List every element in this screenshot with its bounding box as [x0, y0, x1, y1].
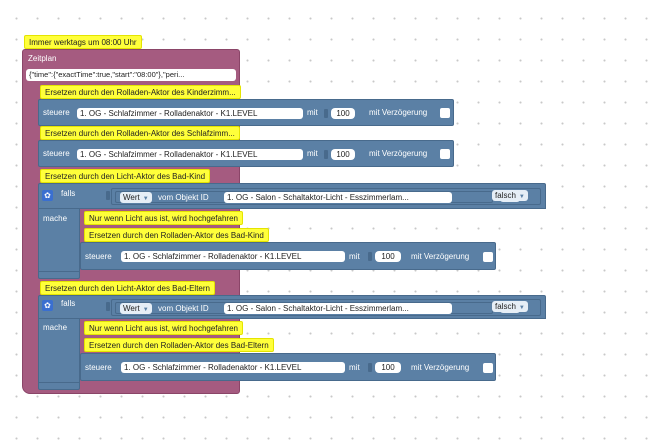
- action-2-value-connector: [324, 150, 328, 159]
- condition-1-comment[interactable]: Ersetzen durch den Licht-Aktor des Bad-K…: [40, 169, 211, 183]
- condition-1-if-row[interactable]: ✿ falls Wert▼ vom Objekt ID 1. OG - Salo…: [38, 183, 546, 209]
- condition-1-inner-comment-1[interactable]: Nur wenn Licht aus ist, wird hochgefahre…: [84, 211, 243, 225]
- condition-1-bottom: [38, 271, 80, 279]
- condition-2-action-value-input[interactable]: 100: [375, 362, 401, 373]
- action-1-value-input[interactable]: 100: [331, 108, 355, 119]
- condition-1-value-dropdown[interactable]: Wert▼: [120, 192, 152, 203]
- condition-1-value-dropdown-text: Wert: [123, 193, 140, 202]
- condition-2-inner-comment-2[interactable]: Ersetzen durch den Rolladen-Aktor des Ba…: [84, 338, 274, 352]
- dropdown-arrow-icon: ▼: [142, 196, 149, 202]
- condition-1-if-label: falls: [61, 189, 76, 198]
- condition-1-action-object-field[interactable]: 1. OG - Schlafzimmer - Rolladenaktor - K…: [121, 251, 345, 262]
- condition-2-condition-connector: [106, 302, 110, 311]
- condition-2-do-spine: mache: [38, 319, 80, 382]
- gear-icon[interactable]: ✿: [42, 190, 53, 201]
- condition-1-action-block[interactable]: steuere 1. OG - Schlafzimmer - Rolladena…: [80, 242, 496, 270]
- condition-1-compare-block[interactable]: Wert▼ vom Objekt ID 1. OG - Salon - Scha…: [111, 188, 541, 205]
- action-1-delay-checkbox[interactable]: [440, 108, 450, 118]
- condition-1-action-label: steuere: [85, 252, 112, 261]
- condition-2-action-block[interactable]: steuere 1. OG - Schlafzimmer - Rolladena…: [80, 353, 496, 381]
- condition-2-comment[interactable]: Ersetzen durch den Licht-Aktor des Bad-E…: [40, 281, 215, 295]
- condition-2-action-label: steuere: [85, 363, 112, 372]
- condition-1-action-value-connector: [368, 252, 372, 261]
- schedule-label: Zeitplan: [28, 54, 57, 63]
- condition-2-bottom: [38, 382, 80, 390]
- condition-2-value-block[interactable]: Wert▼ vom Objekt ID 1. OG - Salon - Scha…: [115, 302, 493, 314]
- action-2-object-field[interactable]: 1. OG - Schlafzimmer - Rolladenaktor - K…: [77, 149, 303, 160]
- schedule-comment[interactable]: Immer werktags um 08:00 Uhr: [24, 35, 142, 49]
- condition-2-do-label: mache: [43, 323, 68, 332]
- condition-2-action-delay-label: mit Verzögerung: [411, 363, 470, 372]
- condition-1-action-value-input[interactable]: 100: [375, 251, 401, 262]
- condition-1-value-block[interactable]: Wert▼ vom Objekt ID 1. OG - Salon - Scha…: [115, 191, 493, 203]
- condition-1-inner-comment-2[interactable]: Ersetzen durch den Rolladen-Aktor des Ba…: [84, 228, 269, 242]
- condition-1-compare-text: falsch: [495, 191, 516, 200]
- condition-2-value-dropdown[interactable]: Wert▼: [120, 303, 152, 314]
- condition-1-action-delay-checkbox[interactable]: [483, 252, 493, 262]
- condition-1-from-object-label: vom Objekt ID: [158, 193, 209, 202]
- condition-2-value-dropdown-text: Wert: [123, 304, 140, 313]
- action-2-delay-checkbox[interactable]: [440, 149, 450, 159]
- condition-2-object-field[interactable]: 1. OG - Salon - Schaltaktor-Licht - Essz…: [224, 303, 452, 314]
- condition-1-object-field[interactable]: 1. OG - Salon - Schaltaktor-Licht - Essz…: [224, 192, 452, 203]
- condition-2-compare-text: falsch: [495, 302, 516, 311]
- gear-icon[interactable]: ✿: [42, 300, 53, 311]
- action-2-comment[interactable]: Ersetzen durch den Rolladen-Aktor des Sc…: [40, 126, 240, 140]
- condition-1-action-with-label: mit: [349, 252, 360, 261]
- condition-2-if-label: falls: [61, 299, 76, 308]
- dropdown-arrow-icon: ▼: [518, 305, 525, 311]
- action-2-delay-label: mit Verzögerung: [369, 149, 428, 158]
- condition-1-action-delay-label: mit Verzögerung: [411, 252, 470, 261]
- condition-1-do-label: mache: [43, 214, 68, 223]
- condition-2-compare-block[interactable]: Wert▼ vom Objekt ID 1. OG - Salon - Scha…: [111, 299, 541, 316]
- condition-1-do-spine: mache: [38, 209, 80, 271]
- condition-2-inner-comment-1[interactable]: Nur wenn Licht aus ist, wird hochgefahre…: [84, 321, 243, 335]
- condition-2-if-row[interactable]: ✿ falls Wert▼ vom Objekt ID 1. OG - Salo…: [38, 295, 546, 319]
- condition-2-action-value-connector: [368, 363, 372, 372]
- condition-2-action-delay-checkbox[interactable]: [483, 363, 493, 373]
- condition-2-action-object-field[interactable]: 1. OG - Schlafzimmer - Rolladenaktor - K…: [121, 362, 345, 373]
- condition-2-action-with-label: mit: [349, 363, 360, 372]
- action-1-comment[interactable]: Ersetzen durch den Rolladen-Aktor des Ki…: [40, 85, 241, 99]
- schedule-cron-field[interactable]: {"time":{"exactTime":true,"start":"08:00…: [26, 69, 236, 81]
- action-2-value-input[interactable]: 100: [331, 149, 355, 160]
- action-1-label: steuere: [43, 108, 70, 117]
- dropdown-arrow-icon: ▼: [142, 307, 149, 313]
- condition-2-from-object-label: vom Objekt ID: [158, 304, 209, 313]
- action-1-with-label: mit: [307, 108, 318, 117]
- dropdown-arrow-icon: ▼: [518, 194, 525, 200]
- condition-2-compare-dropdown[interactable]: falsch▼: [492, 301, 528, 312]
- action-2-with-label: mit: [307, 149, 318, 158]
- action-2-label: steuere: [43, 149, 70, 158]
- action-2-block[interactable]: steuere 1. OG - Schlafzimmer - Rolladena…: [38, 140, 454, 167]
- action-1-delay-label: mit Verzögerung: [369, 108, 428, 117]
- action-1-value-connector: [324, 109, 328, 118]
- action-1-object-field[interactable]: 1. OG - Schlafzimmer - Rolladenaktor - K…: [77, 108, 303, 119]
- action-1-block[interactable]: steuere 1. OG - Schlafzimmer - Rolladena…: [38, 99, 454, 126]
- condition-1-condition-connector: [106, 191, 110, 200]
- condition-1-compare-dropdown[interactable]: falsch▼: [492, 190, 528, 201]
